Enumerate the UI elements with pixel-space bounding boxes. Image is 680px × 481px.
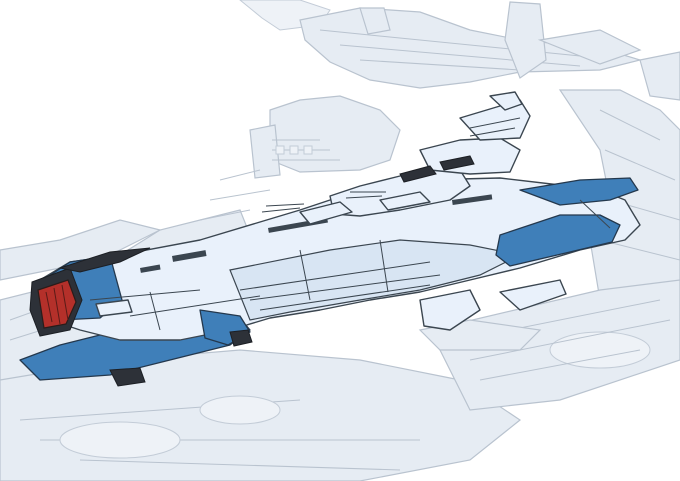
superstructure (329, 167, 471, 217)
blue-armor-panel-mid (495, 214, 621, 267)
gun-turrets (261, 191, 431, 225)
bow-intake (29, 267, 83, 337)
main-battleship (19, 91, 641, 387)
blue-armor-panel-stern (519, 177, 639, 206)
